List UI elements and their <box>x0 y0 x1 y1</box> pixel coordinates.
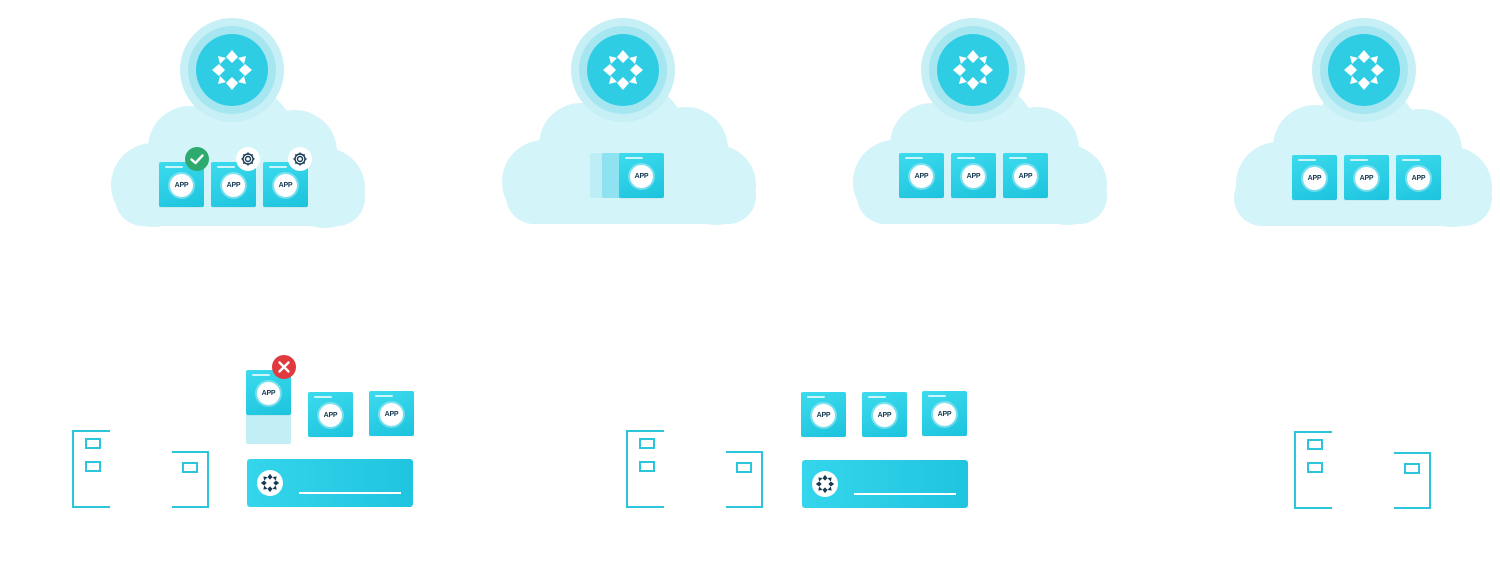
app-container: APP <box>801 392 846 437</box>
app-label: APP <box>937 411 952 418</box>
app-label: APP <box>226 182 241 189</box>
app-label: APP <box>1307 175 1322 182</box>
bar-line <box>854 493 956 495</box>
cloud-cluster-2: APP <box>486 0 766 240</box>
server-rack-icon <box>72 430 212 510</box>
app-container: APP <box>1003 153 1048 198</box>
kubernetes-wheel-icon <box>953 50 993 90</box>
app-label: APP <box>634 173 649 180</box>
gear-icon <box>288 147 312 171</box>
cluster-bar <box>247 459 413 507</box>
app-container: APP <box>951 153 996 198</box>
app-container: APP <box>862 392 907 437</box>
app-container: APP <box>369 391 414 436</box>
server-rack-icon <box>1294 431 1434 511</box>
kubernetes-wheel-icon <box>812 471 838 497</box>
app-container: APP <box>1292 155 1337 200</box>
cloud-shape <box>853 18 1107 225</box>
cluster-bar <box>802 460 968 508</box>
app-container: APP <box>922 391 967 436</box>
app-container: APP <box>308 392 353 437</box>
app-label: APP <box>1018 173 1033 180</box>
app-label: APP <box>816 412 831 419</box>
app-container: APP <box>899 153 944 198</box>
kubernetes-wheel-icon <box>212 50 252 90</box>
app-container: APP <box>619 153 664 198</box>
cloud-cluster-1: APP APP APP <box>95 0 375 240</box>
app-label: APP <box>384 411 399 418</box>
app-label: APP <box>877 412 892 419</box>
kubernetes-wheel-icon <box>603 50 643 90</box>
app-label: APP <box>323 412 338 419</box>
x-circle-icon <box>272 355 296 379</box>
cloud-shape <box>502 18 756 225</box>
bar-line <box>299 492 401 494</box>
kubernetes-wheel-icon <box>257 470 283 496</box>
server-rack-icon <box>626 430 766 510</box>
cloud-cluster-3: APP APP APP <box>837 0 1117 240</box>
cloud-shape <box>1234 18 1492 227</box>
app-label: APP <box>1359 175 1374 182</box>
app-label: APP <box>966 173 981 180</box>
app-label: APP <box>261 390 276 397</box>
app-ghost <box>246 414 291 444</box>
app-label: APP <box>278 182 293 189</box>
app-label: APP <box>914 173 929 180</box>
check-circle-icon <box>185 147 209 171</box>
kubernetes-wheel-icon <box>1344 50 1384 90</box>
app-label: APP <box>1411 175 1426 182</box>
cloud-cluster-4: APP APP APP <box>1220 0 1500 240</box>
app-container: APP <box>1396 155 1441 200</box>
app-label: APP <box>174 182 189 189</box>
app-container: APP <box>211 162 256 207</box>
app-container: APP <box>1344 155 1389 200</box>
gear-icon <box>236 147 260 171</box>
